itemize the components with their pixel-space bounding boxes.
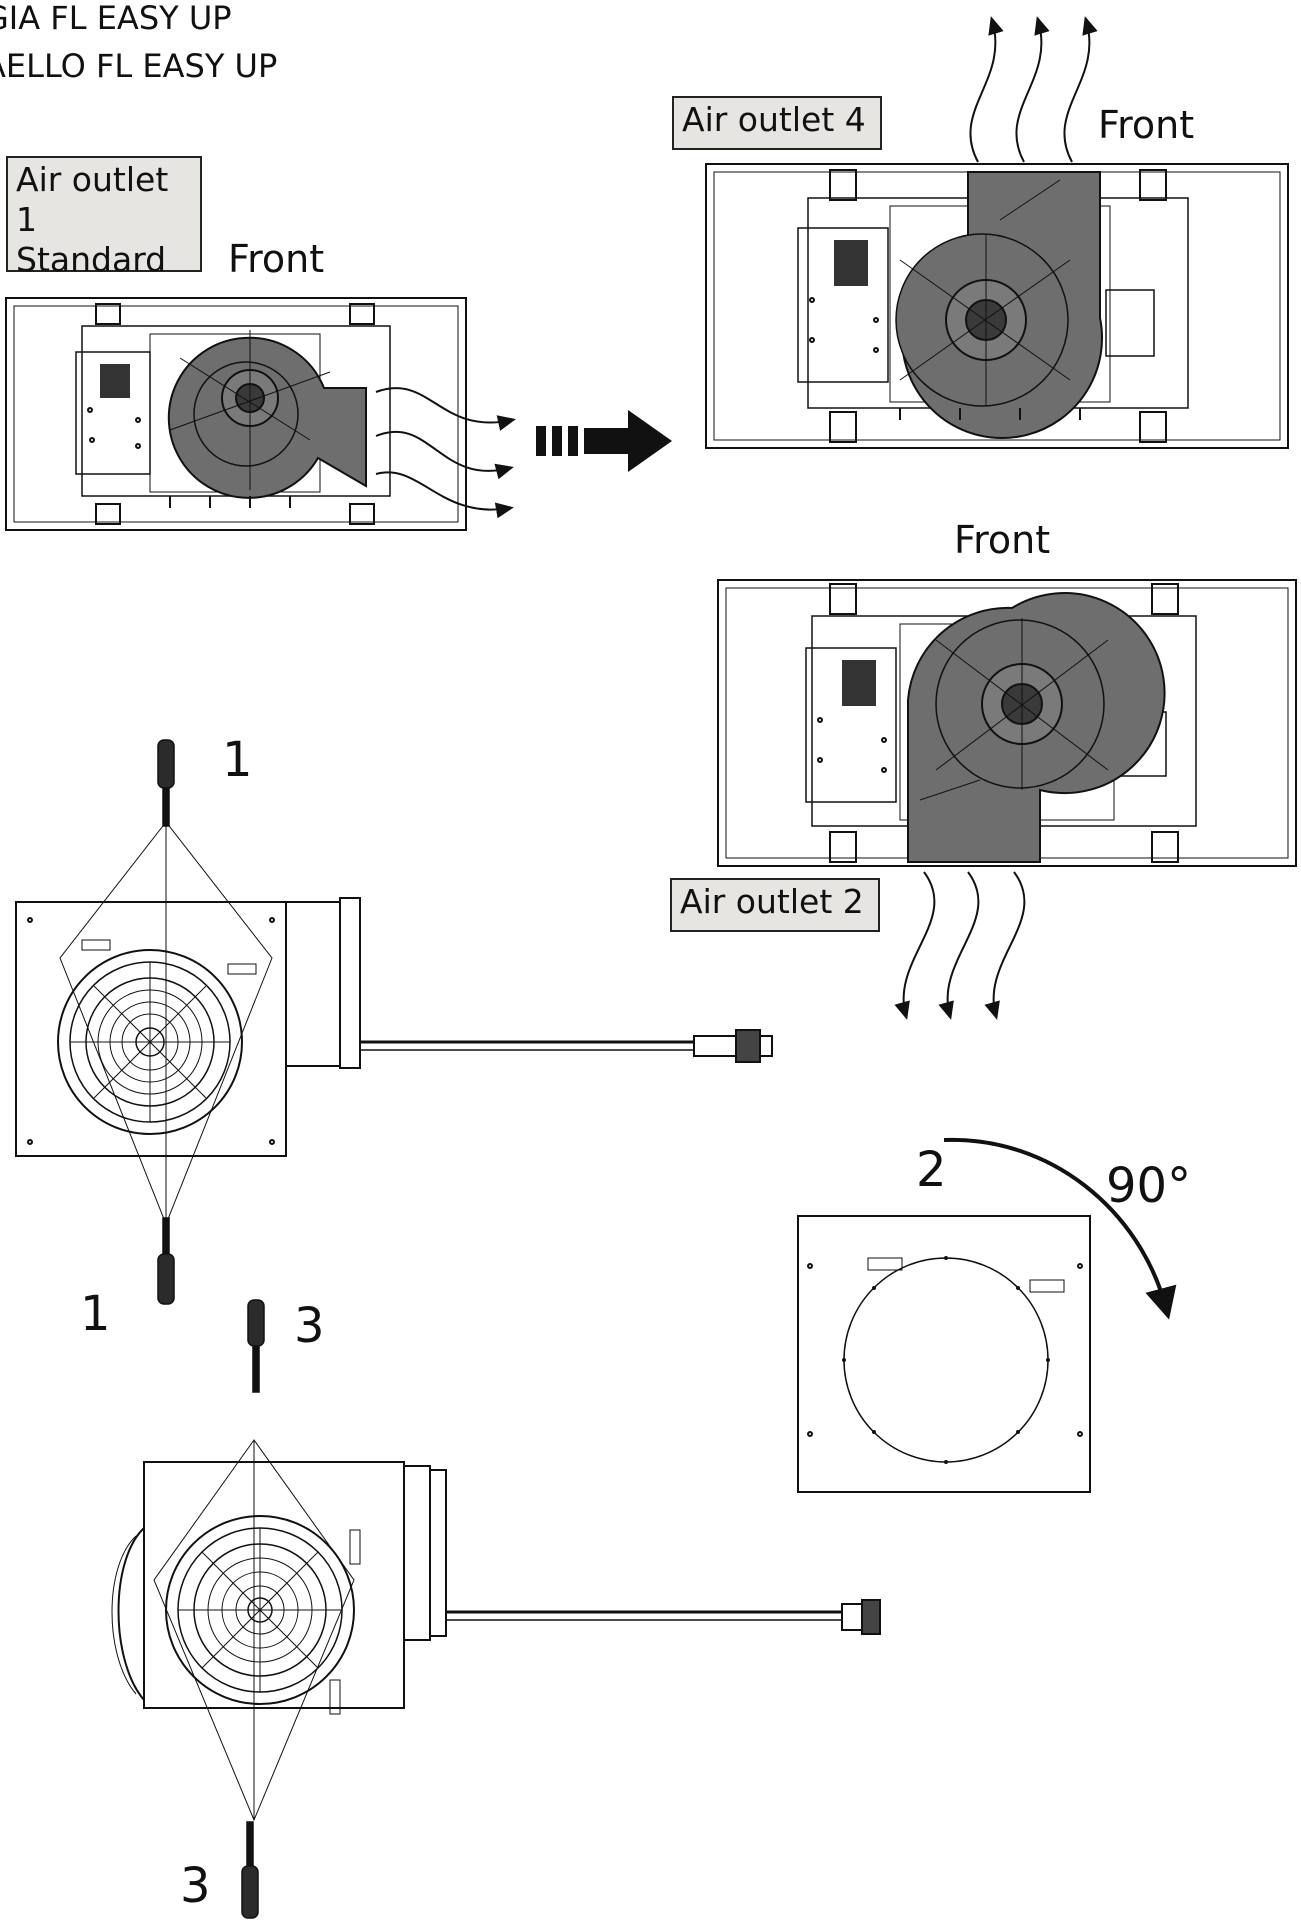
model-name-2: AELLO FL EASY UP (0, 47, 278, 85)
front-label-outlet1: Front (228, 237, 325, 281)
step-1-bottom: 1 (80, 1286, 111, 1342)
unit-outlet-2 (717, 579, 1297, 1020)
screwdriver-icon (241, 1821, 259, 1919)
air-outlet-4-label: Air outlet 4 (672, 96, 882, 150)
unit-outlet-4 (705, 16, 1289, 449)
angle-90: 90° (1106, 1158, 1192, 1214)
air-outlet-1-text: Air outlet 1 (16, 160, 169, 239)
air-outlet-1-label: Air outlet 1 Standard (6, 156, 202, 279)
direction-arrow-icon (536, 410, 672, 472)
step-2: 2 (916, 1142, 947, 1198)
unit-outlet-1 (5, 297, 516, 531)
fan-module-step-3 (111, 1439, 881, 1822)
screwdriver-icon (157, 739, 175, 827)
fan-module-step-1 (15, 821, 773, 1226)
front-label-outlet2: Front (954, 518, 1051, 562)
model-name-1: GIA FL EASY UP (0, 0, 232, 37)
cover-plate-step-2 (797, 1215, 1091, 1493)
screwdriver-icon (157, 1217, 175, 1305)
step-3-bottom: 3 (180, 1858, 211, 1914)
screwdriver-icon (247, 1299, 265, 1393)
step-3-top: 3 (294, 1298, 325, 1354)
step-1-top: 1 (222, 732, 253, 788)
rotate-arrow-icon (943, 1137, 1177, 1320)
front-label-outlet4: Front (1098, 103, 1195, 147)
air-outlet-2-label: Air outlet 2 (670, 878, 880, 932)
standard-text: Standard (16, 240, 167, 279)
